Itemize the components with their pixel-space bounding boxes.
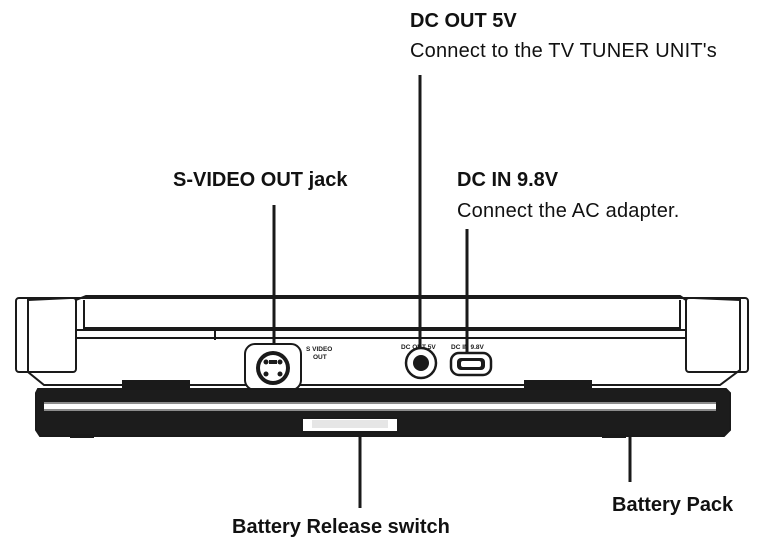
right-side-block <box>685 297 749 373</box>
dc-in-marking: DC IN 9.8V <box>451 344 485 351</box>
dc-out-marking: DC OUT 5V <box>401 344 436 351</box>
right-foot-pad <box>524 380 592 390</box>
battery-pack-highlight-strip <box>44 402 716 411</box>
left-foot-pad <box>122 380 190 390</box>
battery-left-foot <box>70 434 94 438</box>
lid-outline <box>75 295 687 331</box>
svideo-marking-line1: S VIDEO <box>306 346 332 353</box>
dc-in-jack <box>449 351 493 377</box>
battery-release-title: Battery Release switch <box>232 516 450 538</box>
lid-inner-edge <box>83 300 681 329</box>
dc-out-jack <box>404 346 438 380</box>
battery-right-foot <box>602 434 626 438</box>
battery-pack-band <box>35 388 731 437</box>
svideo-marking-line2: OUT <box>313 354 327 361</box>
battery-release-switch <box>301 417 399 433</box>
dc-out-description: Connect to the TV TUNER UNIT's <box>410 41 717 61</box>
dc-in-description: Connect the AC adapter. <box>457 200 680 222</box>
dc-in-title: DC IN 9.8V <box>457 169 559 191</box>
svideo-title: S-VIDEO OUT jack <box>173 169 348 191</box>
dc-out-title: DC OUT 5V <box>410 10 517 32</box>
device-body-outline <box>27 297 741 386</box>
left-side-block <box>15 297 77 373</box>
svideo-jack <box>244 343 302 391</box>
battery-pack-title: Battery Pack <box>612 494 734 516</box>
